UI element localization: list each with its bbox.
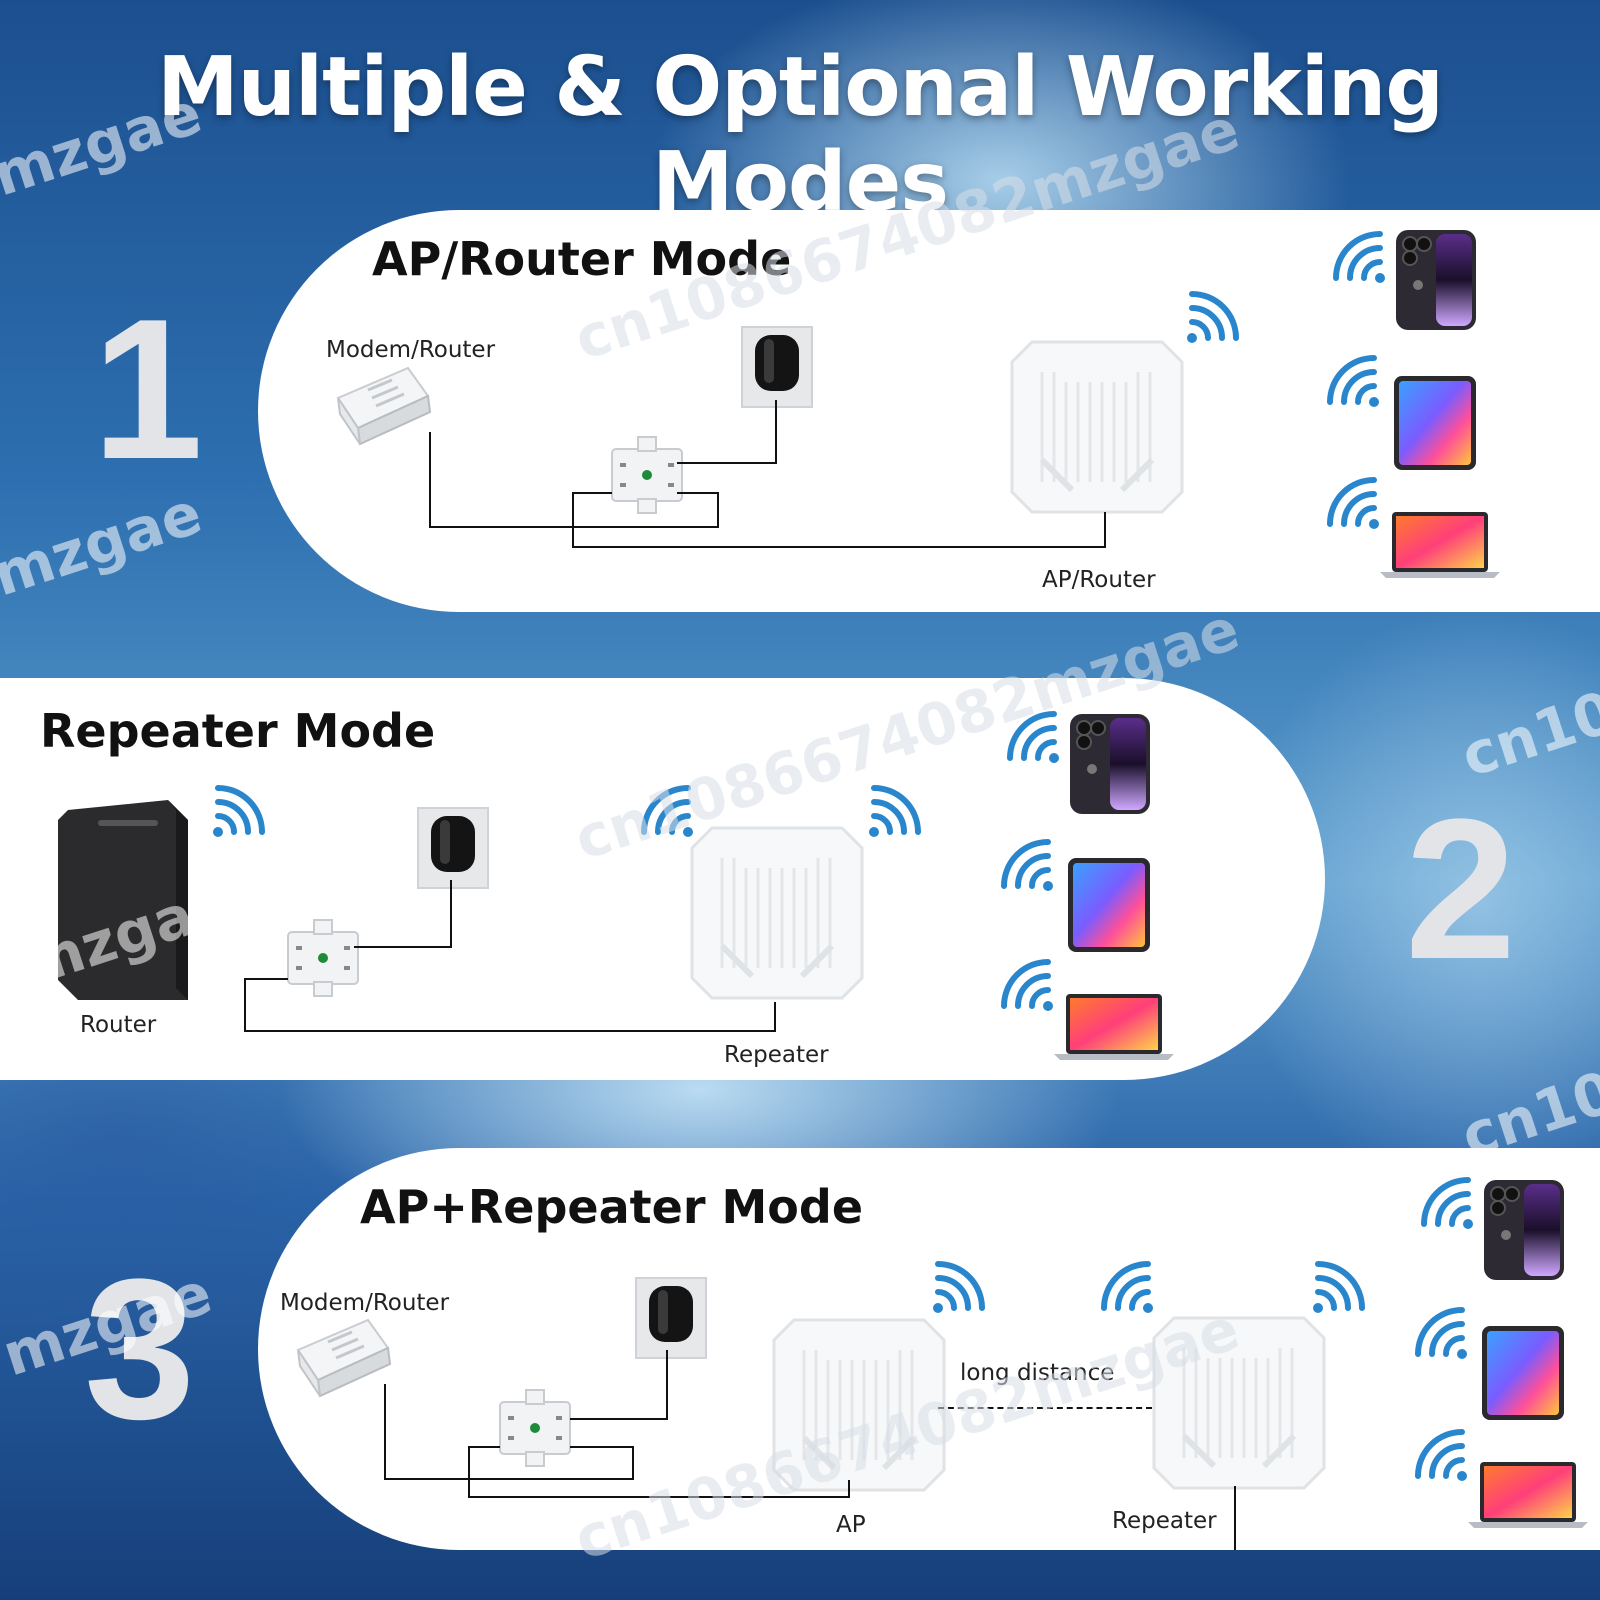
tablet-icon [1068, 858, 1150, 952]
cable [244, 978, 288, 980]
cpe-device-icon [1012, 342, 1192, 522]
source-label: Modem/Router [280, 1290, 450, 1316]
wifi-icon [1004, 840, 1054, 890]
wifi-icon [214, 786, 264, 836]
cable [429, 526, 719, 528]
power-adapter-icon [635, 1277, 707, 1359]
cable [570, 1418, 668, 1420]
cable [354, 946, 452, 948]
tablet-icon [1482, 1326, 1564, 1420]
poe-injector-icon [611, 436, 683, 514]
cable [677, 492, 719, 494]
cable [774, 1002, 776, 1032]
cable [775, 400, 777, 464]
wifi-icon [934, 1262, 984, 1312]
cable [450, 880, 452, 948]
cable [384, 1384, 386, 1480]
wifi-icon [1336, 232, 1386, 282]
wifi-icon [1004, 960, 1054, 1010]
mode-title: AP+Repeater Mode [360, 1180, 864, 1234]
wifi-icon [1330, 356, 1380, 406]
cable [717, 492, 719, 528]
long-distance-link [938, 1407, 1152, 1409]
wifi-icon [1314, 1262, 1364, 1312]
tablet-icon [1394, 376, 1476, 470]
cable [244, 978, 246, 1032]
phone-icon [1395, 229, 1477, 331]
mode-title: Repeater Mode [40, 704, 436, 758]
cable [244, 1030, 776, 1032]
phone-icon [1069, 713, 1151, 815]
cable [848, 1480, 850, 1498]
cable [429, 432, 431, 528]
modem-icon [296, 1318, 392, 1398]
poe-injector-icon [287, 919, 359, 997]
page-title: Multiple & Optional Working Modes [157, 40, 1444, 230]
device-label: AP/Router [1042, 567, 1156, 593]
mode-title: AP/Router Mode [372, 232, 792, 286]
wifi-icon [870, 786, 920, 836]
cable [570, 1446, 634, 1448]
cable [572, 492, 574, 548]
cable [572, 492, 612, 494]
laptop-icon [1054, 994, 1174, 1060]
wifi-icon [1010, 712, 1060, 762]
wifi-icon [1418, 1308, 1468, 1358]
power-adapter-icon [741, 326, 813, 408]
laptop-icon [1468, 1462, 1588, 1528]
cable [468, 1446, 470, 1498]
wifi-icon [644, 786, 694, 836]
cable [1104, 512, 1106, 548]
mode-number: 2 [1405, 778, 1517, 1001]
source-label: Router [80, 1012, 157, 1038]
phone-icon [1483, 1179, 1565, 1281]
ap-label: AP [836, 1512, 866, 1538]
cable [677, 462, 777, 464]
cable [384, 1478, 634, 1480]
modem-icon [336, 366, 432, 446]
cable [468, 1446, 500, 1448]
wifi-icon [1424, 1178, 1474, 1228]
link-label: long distance [960, 1360, 1115, 1386]
wifi-icon [1418, 1430, 1468, 1480]
wifi-icon [1330, 478, 1380, 528]
cable [632, 1446, 634, 1480]
repeater-label: Repeater [1112, 1508, 1217, 1534]
mode-number: 3 [84, 1238, 196, 1461]
cable [572, 546, 1106, 548]
cable [468, 1496, 850, 1498]
cable [1234, 1486, 1236, 1550]
cable [666, 1350, 668, 1420]
cpe-device-icon [692, 828, 872, 1008]
router-icon [58, 800, 188, 1000]
device-label: Repeater [724, 1042, 829, 1068]
power-adapter-icon [417, 807, 489, 889]
wifi-icon [1104, 1262, 1154, 1312]
mode-number: 1 [92, 278, 204, 501]
cpe-device-icon [1154, 1318, 1334, 1498]
source-label: Modem/Router [326, 337, 496, 363]
laptop-icon [1380, 512, 1500, 578]
poe-injector-icon [499, 1389, 571, 1467]
cpe-device-icon [774, 1320, 954, 1500]
wifi-icon [1188, 292, 1238, 342]
